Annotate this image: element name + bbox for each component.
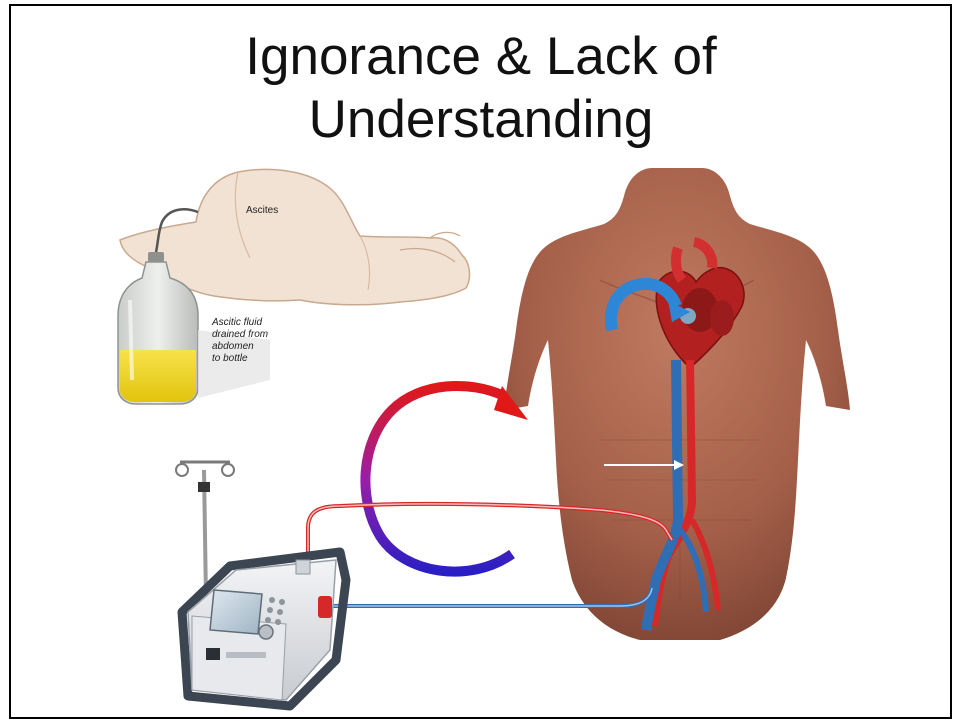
caption-line-4: to bottle [212, 353, 248, 364]
caption-line-1: Ascitic fluid [211, 317, 262, 328]
ascites-label: Ascites [246, 205, 278, 216]
torso-figure [504, 168, 850, 640]
caption-line-2: drained from [212, 329, 268, 340]
device-screen [210, 590, 262, 634]
circulation-arrow [365, 386, 528, 572]
paracentesis-figure: Ascites Ascitic fluid drained from abdom… [118, 169, 469, 404]
ecmo-device [176, 462, 346, 706]
caption-line-3: abdomen [212, 341, 254, 352]
pump-head [318, 596, 332, 618]
